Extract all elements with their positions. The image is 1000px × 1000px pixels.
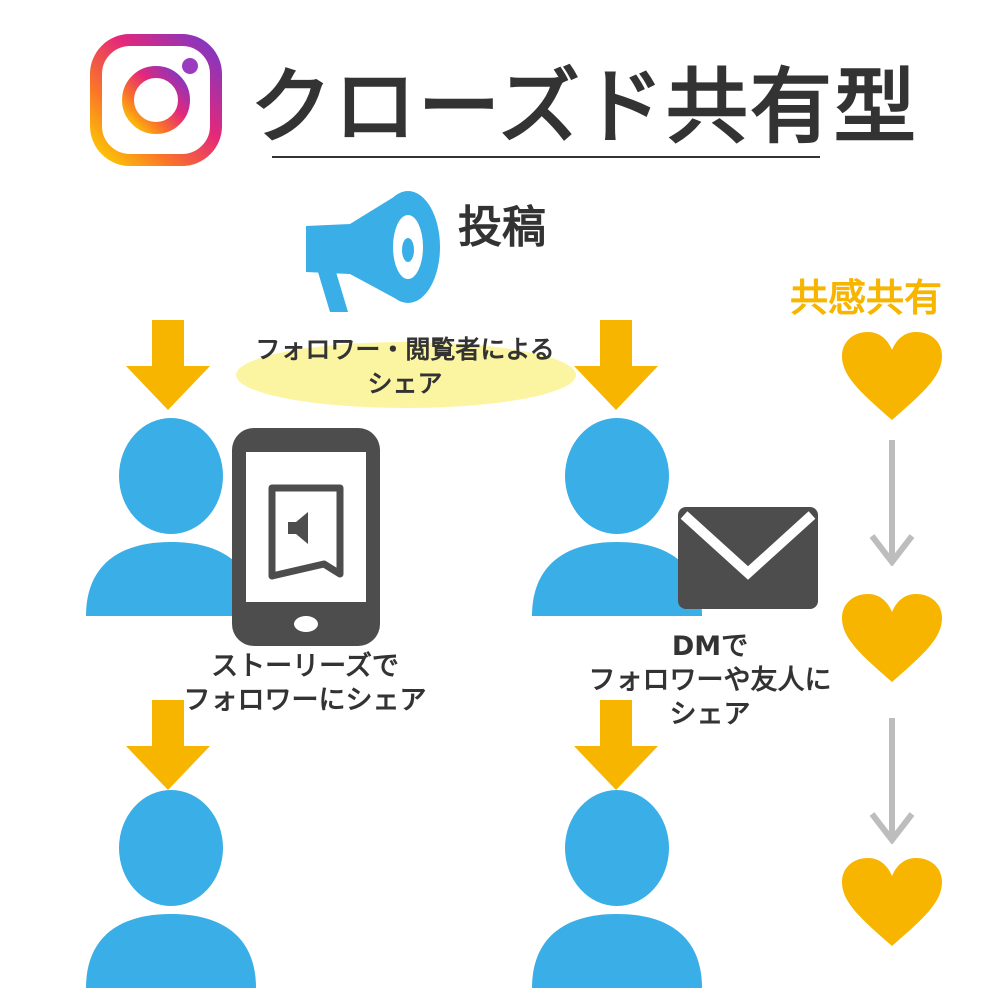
gray-arrow-down-icon (869, 718, 915, 844)
arrow-down-icon (126, 700, 210, 790)
dm-caption-line2: フォロワーや友人に (588, 665, 832, 696)
arrow-down-icon (126, 320, 210, 410)
dm-caption-line3: シェア (669, 699, 751, 730)
user-icon (532, 418, 702, 616)
arrow-down-icon (574, 700, 658, 790)
share-highlight (236, 342, 576, 408)
empathy-label: 共感共有 (790, 276, 943, 320)
envelope-icon (678, 507, 818, 609)
megaphone-icon (306, 191, 440, 312)
heart-icon (842, 858, 942, 946)
gray-arrow-down-icon (869, 440, 915, 566)
page-title: クローズド共有型 (250, 60, 918, 155)
user-icon (86, 418, 256, 616)
stories-caption-line2: フォロワーにシェア (183, 685, 427, 716)
heart-icon (842, 332, 942, 420)
smartphone-icon (232, 428, 380, 646)
stories-caption: ストーリーズで フォロワーにシェア (140, 650, 470, 718)
user-icon (86, 790, 256, 988)
title-underline (272, 156, 820, 158)
user-icon (532, 790, 702, 988)
instagram-icon (90, 34, 222, 166)
heart-icon (842, 594, 942, 682)
share-caption-line1: フォロワー・閲覧者による (255, 335, 555, 364)
share-caption: フォロワー・閲覧者による シェア (200, 333, 610, 401)
dm-caption: DMで フォロワーや友人に シェア (545, 630, 875, 732)
post-label: 投稿 (458, 202, 546, 253)
stories-caption-line1: ストーリーズで (211, 651, 399, 682)
share-caption-line2: シェア (367, 369, 443, 398)
arrow-down-icon (574, 320, 658, 410)
dm-caption-line1: DMで (671, 631, 749, 662)
